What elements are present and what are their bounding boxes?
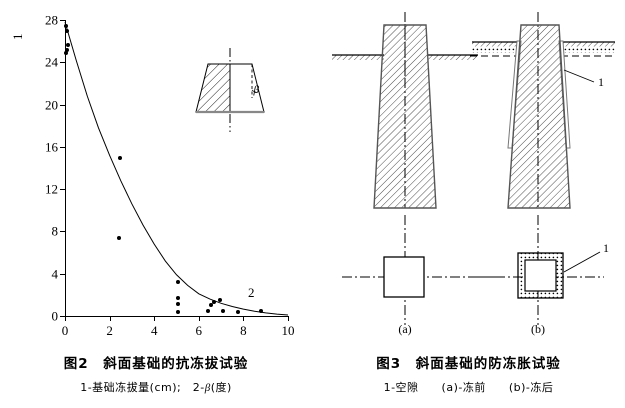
y-tick-label: 20 <box>45 97 58 113</box>
data-point <box>65 28 70 33</box>
data-point <box>65 43 70 48</box>
callout-1-elevation: 1 <box>598 75 604 89</box>
fit-curve-line <box>64 21 289 316</box>
y-tick-label: 28 <box>45 12 58 28</box>
x-tick <box>109 316 111 321</box>
panel-b-elevation: 1 1 (b) <box>470 12 615 336</box>
x-tick <box>288 316 289 321</box>
figure-3-diagram: (a) 1 <box>312 0 625 345</box>
x-tick <box>243 316 245 321</box>
x-tick-label: 6 <box>195 323 203 338</box>
data-point <box>175 302 180 307</box>
y-tick-label: 0 <box>51 308 59 324</box>
y-tick <box>60 146 65 148</box>
x-tick-label: 10 <box>281 323 295 338</box>
data-point <box>64 50 69 55</box>
fig2-legend-part1: 1-基础冻拔量(cm); 2- <box>80 381 205 394</box>
y-tick <box>60 231 65 233</box>
y-axis-line <box>65 20 66 316</box>
figure-2-caption-title: 图2 斜面基础的抗冻拔试验 <box>63 356 249 372</box>
fig2-legend-beta: β <box>204 382 211 394</box>
data-point <box>116 235 121 240</box>
x-tick-label: 0 <box>61 323 69 338</box>
panel-b-label: (b) <box>531 322 545 336</box>
x-tick-label: 4 <box>150 323 158 338</box>
x-tick-label: 8 <box>240 323 247 338</box>
x-series-label: 2 <box>248 285 255 300</box>
figure-2-caption: 图2 斜面基础的抗冻拔试验 1-基础冻拔量(cm); 2-β(度) <box>0 352 312 395</box>
data-point <box>205 308 210 313</box>
data-point <box>65 47 70 52</box>
y-tick-label: 8 <box>51 223 59 239</box>
data-point <box>212 300 217 305</box>
y-tick <box>60 62 65 64</box>
y-tick-label: 24 <box>45 54 58 70</box>
y-tick <box>60 104 65 106</box>
callout-1-plan: 1 <box>603 241 609 255</box>
y-tick-label: 12 <box>45 181 58 197</box>
y-axis-title: 1 <box>10 33 25 41</box>
figure-3-caption: 图3 斜面基础的防冻胀试验 1-空隙 (a)-冻前 (b)-冻后 <box>312 352 625 395</box>
y-tick <box>60 273 65 275</box>
data-point <box>117 156 122 161</box>
data-point <box>221 308 226 313</box>
figure-2-caption-legend: 1-基础冻拔量(cm); 2-β(度) <box>0 379 312 395</box>
x-tick <box>65 316 66 321</box>
x-axis-line <box>65 316 288 317</box>
x-tick-label: 2 <box>106 323 113 338</box>
y-tick <box>60 316 65 317</box>
data-point <box>175 280 180 285</box>
figure-3-caption-legend: 1-空隙 (a)-冻前 (b)-冻后 <box>383 381 554 394</box>
panel-a-label: (a) <box>398 322 411 336</box>
data-point <box>175 296 180 301</box>
x-tick <box>154 316 156 321</box>
data-point <box>175 309 180 314</box>
inset-beta-label: β <box>253 84 260 96</box>
data-point <box>235 309 240 314</box>
y-tick <box>60 189 65 191</box>
y-tick <box>60 20 65 21</box>
data-point <box>259 309 264 314</box>
fig2-legend-part2: (度) <box>210 381 232 394</box>
figure-3-caption-title: 图3 斜面基础的防冻胀试验 <box>376 356 561 372</box>
x-tick <box>198 316 200 321</box>
y-tick-label: 16 <box>45 139 58 155</box>
data-point <box>217 298 222 303</box>
panel-a-elevation: (a) <box>332 12 502 336</box>
data-point <box>64 24 69 29</box>
fit-curve <box>64 21 289 316</box>
data-point <box>209 303 214 308</box>
inset-slope-foundation-diagram: β <box>195 48 265 132</box>
figure-3-svg: (a) 1 <box>332 12 615 336</box>
y-tick-label: 4 <box>51 266 59 282</box>
